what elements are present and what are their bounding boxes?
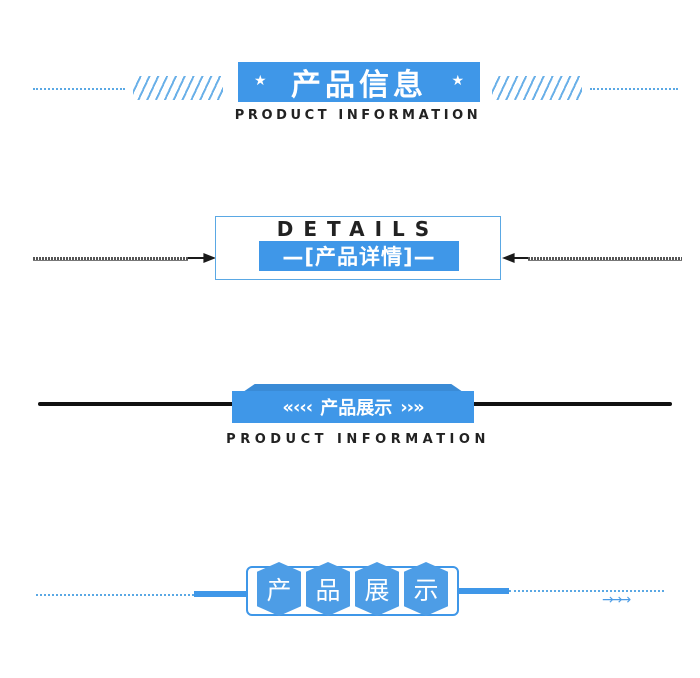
accent-bar-right <box>457 588 509 594</box>
product-display-banner: «‹‹‹ 产品展示 ››» <box>232 391 474 423</box>
product-info-subtitle: PRODUCT INFORMATION <box>234 108 482 123</box>
hexagon-char: 示 <box>404 562 448 616</box>
divider-dots-right <box>509 590 664 592</box>
hatch-decoration-left <box>133 76 223 100</box>
needle-arrow-right-icon <box>188 253 216 263</box>
chevrons-right-icon: ››» <box>400 396 424 418</box>
divider-dots-left <box>33 88 125 90</box>
star-icon: ★ <box>254 73 267 89</box>
accent-bar-left <box>194 591 246 597</box>
product-info-title-box: ★ 产品信息 ★ <box>238 62 480 103</box>
product-display-subtitle: PRODUCT INFORMATION <box>226 432 490 447</box>
arrows-right-icon: →→→ <box>602 592 631 608</box>
wavy-line-right <box>528 257 682 261</box>
hexagon-char: 产 <box>257 562 301 616</box>
hatch-decoration-right <box>492 76 582 100</box>
details-frame <box>215 216 501 280</box>
ribbon-fold <box>243 384 463 392</box>
chevrons-left-icon: «‹‹‹ <box>282 396 313 418</box>
product-details-label: —[产品详情]— <box>259 241 459 271</box>
product-info-title: 产品信息 <box>291 68 427 103</box>
star-icon: ★ <box>451 73 464 89</box>
product-display-label: 产品展示 <box>320 398 393 419</box>
divider-dots-left <box>36 594 194 596</box>
wavy-line-left <box>33 257 188 261</box>
details-heading: DETAILS <box>276 217 440 241</box>
hexagon-char: 展 <box>355 562 399 616</box>
needle-arrow-left-icon <box>502 253 530 263</box>
hexagon-char: 品 <box>306 562 350 616</box>
divider-dots-right <box>590 88 678 90</box>
